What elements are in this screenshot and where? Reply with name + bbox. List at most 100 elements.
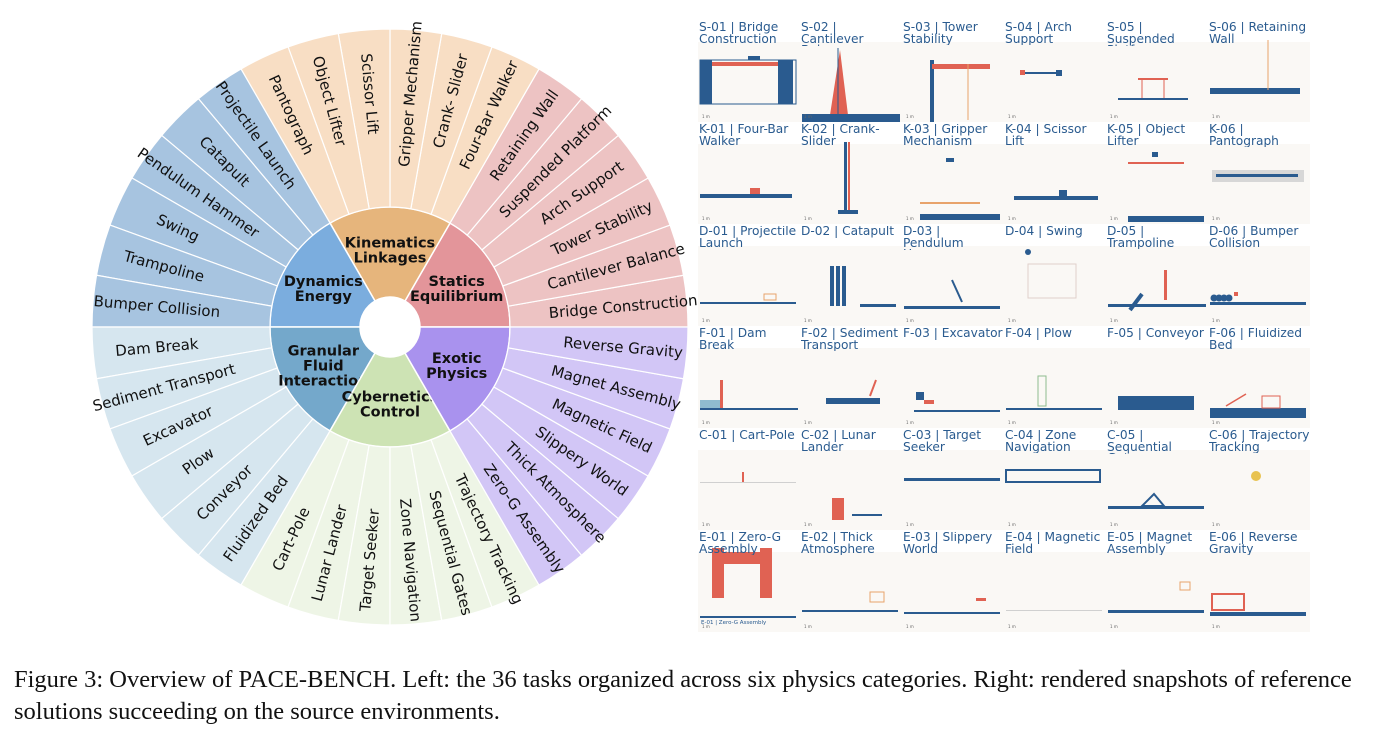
snapshot-title: D-06 | Bumper Collision (1209, 226, 1299, 249)
snapshot-image: 1 m (800, 246, 902, 326)
scale-bar-label: 1 m (702, 420, 710, 425)
snapshot-title: E-05 | Magnet Assembly (1107, 532, 1193, 555)
scale-bar-label: 1 m (906, 216, 914, 221)
scale-bar-label: 1 m (1110, 624, 1118, 629)
snapshot-image: 1 mE-01 | Zero-G Assembly (698, 548, 800, 632)
snapshot-title: F-01 | Dam Break (699, 328, 767, 351)
snapshot-title: K-03 | Gripper Mechanism (903, 124, 988, 147)
snapshot-image: 1 m (902, 348, 1004, 428)
snapshot-cell: 1 m S-02 | Cantilever Balance (800, 20, 902, 122)
snapshot-image: 1 m (902, 42, 1004, 122)
snapshot-cell: 1 mS-05 | Suspended Platform (1106, 20, 1208, 122)
caption-label: Figure 3: (14, 666, 104, 693)
snapshot-image: 1 m (1004, 450, 1106, 530)
scale-bar-label: 1 m (1212, 420, 1220, 425)
scale-bar-label: 1 m (1212, 216, 1220, 221)
snapshot-title: E-06 | Reverse Gravity (1209, 532, 1298, 555)
scale-bar-label: 1 m (1110, 216, 1118, 221)
scale-bar-label: 1 m (1212, 114, 1220, 119)
snapshot-image: 1 m (1208, 144, 1310, 224)
scale-bar-label: 1 m (1008, 216, 1016, 221)
snapshot-cell: 1 m E-06 | Reverse Gravity (1208, 530, 1310, 632)
snapshot-title: D-01 | Projectile Launch (699, 226, 797, 249)
snapshot-cell: 1 m S-06 | Retaining Wall (1208, 20, 1310, 122)
snapshot-cell: 1 m F-03 | Excavator (902, 326, 1004, 428)
snapshot-title: S-02 | Cantilever Balance (801, 22, 864, 46)
scale-bar-label: 1 m (804, 522, 812, 527)
snapshot-title: E-02 | Thick Atmosphere (801, 532, 875, 555)
snapshot-title: K-02 | Crank-Slider (801, 124, 880, 147)
snapshot-cell: 1 m F-04 | Plow (1004, 326, 1106, 428)
snapshot-title: D-03 | Pendulum Hammer (903, 226, 964, 250)
snapshot-image: 1 m (902, 450, 1004, 530)
snapshot-title: D-02 | Catapult (801, 226, 894, 238)
snapshot-image: 1 m (1106, 552, 1208, 632)
snapshot-image: 1 m (902, 246, 1004, 326)
snapshot-title: F-05 | Conveyor (1107, 328, 1204, 340)
snapshot-image: 1 m (1208, 348, 1310, 428)
scale-bar-label: 1 m (804, 114, 812, 119)
caption-prefix: Overview of (109, 666, 239, 693)
caption-bench-part1: PACE-B (238, 666, 324, 693)
snapshot-title: C-03 | Target Seeker (903, 430, 981, 453)
scale-bar-label: 1 m (804, 420, 812, 425)
snapshot-image: 1 m (800, 552, 902, 632)
snapshot-image: 1 m (698, 42, 800, 122)
snapshot-grid: 1 m S-01 | Bridge Construction 1 m S-02 | C… (698, 20, 1310, 632)
task-segment (507, 326, 689, 380)
snapshot-cell: 1 m S-01 | Bridge Construction (698, 20, 800, 122)
snapshot-image: 1 m (902, 552, 1004, 632)
snapshot-image: 1 m (1106, 42, 1208, 122)
snapshot-image: 1 m (800, 42, 902, 122)
snapshot-title: S-06 | Retaining Wall (1209, 22, 1307, 45)
snapshot-title: F-03 | Excavator (903, 328, 1003, 340)
snapshot-image: 1 m (698, 144, 800, 224)
snapshot-title: C-01 | Cart-Pole (699, 430, 795, 442)
snapshot-title: K-04 | Scissor Lift (1005, 124, 1087, 147)
snapshot-image: 1 m (1208, 40, 1310, 122)
snapshot-cell: 1 m C-05 | Sequential Gates (1106, 428, 1208, 530)
snapshot-image: 1 m (800, 348, 902, 428)
snapshot-image: 1 m (800, 142, 902, 224)
scale-bar-label: 1 m (1110, 522, 1118, 527)
snapshot-title: E-03 | Slippery World (903, 532, 993, 555)
scale-bar-label: 1 m (702, 318, 710, 323)
scale-bar-label: 1 m (1110, 114, 1118, 119)
snapshot-image: 1 m (1004, 42, 1106, 122)
scale-bar-label: 1 m (1008, 420, 1016, 425)
snapshot-title: D-04 | Swing (1005, 226, 1083, 238)
scale-bar-label: 1 m (702, 114, 710, 119)
snapshot-cell: 1 m K-03 | Gripper Mechanism (902, 122, 1004, 224)
snapshot-cell: 1 m E-05 | Magnet Assembly (1106, 530, 1208, 632)
snapshot-image: 1 m (698, 348, 800, 428)
snapshot-image: 1 m (902, 144, 1004, 224)
snapshot-title: S-01 | Bridge Construction (699, 22, 779, 45)
scale-bar-label: 1 m (906, 522, 914, 527)
figure-caption: Figure 3: Overview of PACE-BENCH. Left: … (14, 664, 1384, 728)
snapshot-title: C-06 | Trajectory Tracking (1209, 430, 1310, 453)
snapshot-title: S-04 | Arch Support (1005, 22, 1073, 45)
caption-body: . Left: the 36 tasks organized across si… (14, 666, 1352, 725)
snapshot-title: C-05 | Sequential Gates (1107, 430, 1172, 454)
scale-bar-label: 1 m (1212, 624, 1220, 629)
snapshot-cell: 1 m D-02 | Catapult (800, 224, 902, 326)
scale-bar-label: 1 m (1212, 522, 1220, 527)
snapshot-cell: 1 m D-01 | Projectile Launch (698, 224, 800, 326)
snapshot-title: F-04 | Plow (1005, 328, 1072, 340)
